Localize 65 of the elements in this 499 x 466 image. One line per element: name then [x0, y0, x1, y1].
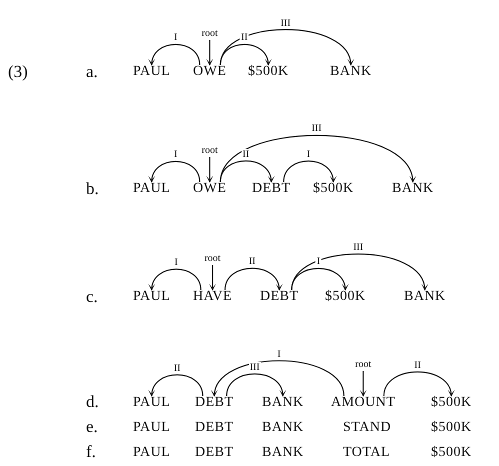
example-letter: d.	[86, 392, 99, 411]
dependency-arc	[149, 160, 200, 183]
dependency-arc	[291, 254, 427, 291]
root-arrow	[206, 157, 214, 183]
word: DEBT	[195, 394, 234, 411]
example-number: (3)	[8, 62, 28, 81]
edge-label: I	[276, 348, 282, 360]
example-letter: e.	[86, 417, 98, 436]
example-letter: f.	[86, 442, 96, 461]
dependency-arc	[226, 373, 286, 397]
word: OWE	[193, 180, 226, 197]
dependency-arc	[220, 29, 353, 66]
edge-label: root	[200, 28, 219, 39]
word: PAUL	[133, 394, 170, 411]
edge-label: III	[280, 18, 292, 29]
word: HAVE	[193, 288, 232, 305]
word: $500K	[248, 63, 289, 80]
dependency-arc	[283, 160, 336, 183]
word: DEBT	[195, 444, 234, 461]
word: PAUL	[133, 419, 170, 436]
word: BANK	[392, 180, 434, 197]
example-letter: a.	[86, 62, 98, 81]
dependency-arc	[212, 360, 344, 397]
dependency-arc	[149, 44, 200, 66]
word: $500K	[313, 180, 354, 197]
word: $500K	[431, 419, 472, 436]
word: TOTAL	[343, 444, 390, 461]
word: AMOUNT	[331, 394, 396, 411]
edge-label: II	[242, 148, 250, 160]
word: BANK	[262, 394, 304, 411]
edge-label: root	[354, 359, 372, 370]
word: BANK	[262, 444, 304, 461]
word: PAUL	[133, 288, 170, 305]
word: STAND	[343, 419, 392, 436]
word: BANK	[330, 63, 372, 80]
word: PAUL	[133, 63, 170, 80]
dependency-arc	[149, 268, 202, 291]
dependency-arc	[149, 374, 204, 397]
edge-label: II	[413, 360, 422, 371]
example-letter: b.	[86, 179, 99, 198]
dependency-arc	[224, 268, 282, 291]
word: $500K	[431, 394, 472, 411]
edge-label: root	[200, 145, 219, 156]
word: PAUL	[133, 444, 170, 461]
root-arrow	[360, 371, 367, 397]
word: BANK	[404, 288, 446, 305]
word: DEBT	[260, 288, 299, 305]
root-arrow	[206, 40, 214, 66]
edge-label: II	[172, 362, 182, 374]
edge-label: root	[203, 253, 222, 264]
dependency-arc	[220, 134, 415, 183]
dependency-arc	[291, 268, 348, 291]
dependency-arc	[220, 160, 274, 183]
word: $500K	[431, 444, 472, 461]
word: BANK	[262, 419, 304, 436]
word: PAUL	[133, 180, 170, 197]
example-letter: c.	[86, 287, 98, 306]
word: $500K	[325, 288, 366, 305]
edge-label: III	[248, 362, 261, 373]
word: OWE	[193, 63, 226, 80]
word: DEBT	[252, 180, 291, 197]
root-arrow	[209, 265, 216, 291]
word: DEBT	[195, 419, 234, 436]
dependency-arc	[383, 371, 454, 397]
dependency-arc	[220, 44, 271, 66]
